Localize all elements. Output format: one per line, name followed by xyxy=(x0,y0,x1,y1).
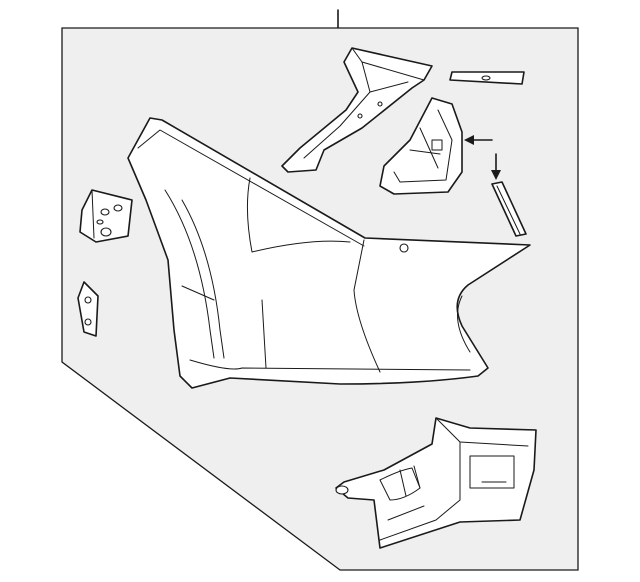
callout-arrow-strip xyxy=(491,153,501,180)
lower-extension xyxy=(335,417,537,549)
lamp-housing xyxy=(379,97,463,195)
left-bracket-upper xyxy=(79,189,133,243)
narrow-strip xyxy=(491,181,527,237)
upper-brace xyxy=(281,47,433,173)
small-bracket xyxy=(449,71,525,85)
callout-arrow-housing xyxy=(464,135,493,145)
left-bracket-lower xyxy=(77,281,99,337)
quarter-panel xyxy=(127,117,531,389)
